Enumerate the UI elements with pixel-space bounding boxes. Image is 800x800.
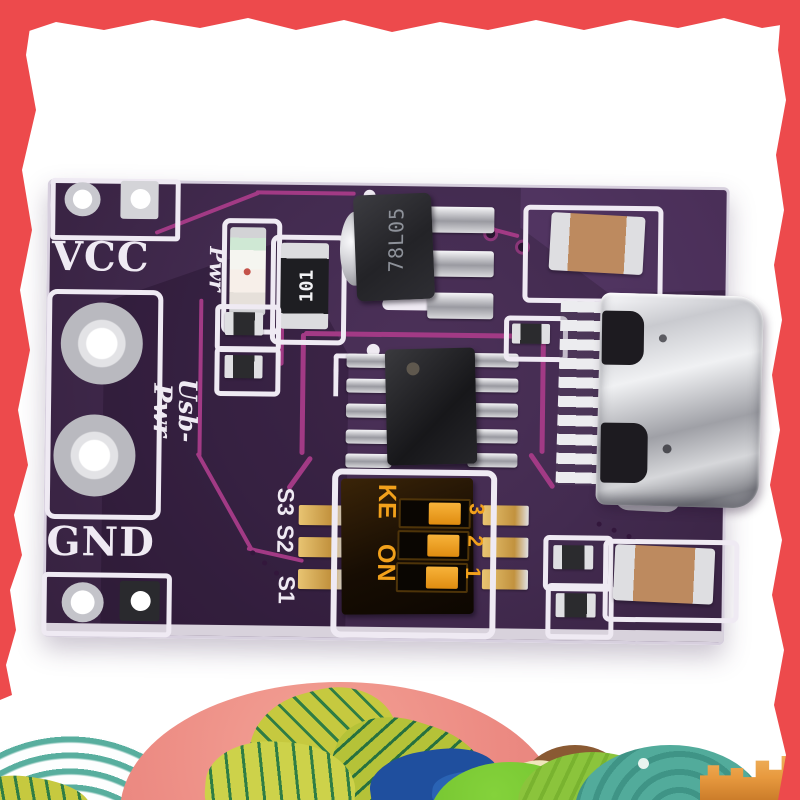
dip-position-label-1: 1 bbox=[460, 567, 485, 580]
via bbox=[611, 527, 617, 533]
red-border-right bbox=[770, 0, 800, 800]
dip-slider-3 bbox=[425, 566, 459, 589]
landscape-teal-highlight-dot bbox=[638, 758, 649, 769]
ic-body bbox=[384, 347, 478, 466]
usbc-shell-dot bbox=[662, 444, 672, 454]
usbc-shell-dot bbox=[658, 334, 667, 343]
resistor-101-marking: 101 bbox=[296, 269, 318, 303]
capacitor-top-right bbox=[548, 211, 646, 276]
ic-pin bbox=[468, 378, 519, 393]
via bbox=[596, 521, 602, 527]
dip-position-label-3: 3 bbox=[464, 503, 488, 516]
usbc-insulator-notch bbox=[601, 310, 645, 366]
ic-pin bbox=[345, 453, 392, 469]
resistor-smd bbox=[553, 545, 594, 570]
smd-component bbox=[224, 355, 263, 379]
red-border-left bbox=[0, 0, 36, 700]
dip-on-label: ON bbox=[371, 543, 401, 582]
regulator-marking: 78L05 bbox=[383, 206, 409, 273]
dip-slider-1 bbox=[428, 502, 461, 525]
via bbox=[262, 560, 268, 566]
dip-channel-label-s3: S3 bbox=[272, 487, 300, 517]
red-border-top bbox=[0, 0, 800, 34]
vcc-pin-hole-round bbox=[64, 182, 101, 217]
vcc-label: VCC bbox=[51, 232, 150, 282]
dip-position-label-2: 2 bbox=[463, 535, 487, 548]
power-led-die bbox=[243, 268, 251, 276]
ic-pin1-dot bbox=[406, 362, 420, 376]
regulator-lead bbox=[427, 292, 494, 320]
regulator-lead bbox=[427, 250, 494, 278]
regulator-lead bbox=[428, 206, 495, 234]
ic-pin bbox=[345, 429, 392, 445]
usbc-insulator-notch bbox=[600, 422, 648, 484]
dip-channel-label-s1: S1 bbox=[273, 575, 300, 605]
gnd-label: GND bbox=[46, 517, 156, 567]
smd-component bbox=[224, 312, 264, 336]
pcb-board: VCC Usb-Pwr GND Pwr 101 78L05 bbox=[41, 177, 764, 646]
capacitor-bottom-right bbox=[612, 544, 716, 605]
trace bbox=[255, 190, 356, 196]
trace bbox=[527, 452, 556, 490]
dip-slider-2 bbox=[427, 534, 460, 557]
vcc-pin-hole-square bbox=[130, 188, 151, 210]
dip-brand-label: KE bbox=[372, 483, 402, 519]
dip-channel-label-s2: S2 bbox=[272, 524, 299, 554]
usb-pwr-label: Usb-Pwr bbox=[147, 378, 203, 443]
gnd-pin-hole-square bbox=[130, 590, 151, 612]
smd-component bbox=[511, 323, 551, 344]
resistor-smd bbox=[555, 593, 596, 618]
via bbox=[250, 550, 256, 556]
